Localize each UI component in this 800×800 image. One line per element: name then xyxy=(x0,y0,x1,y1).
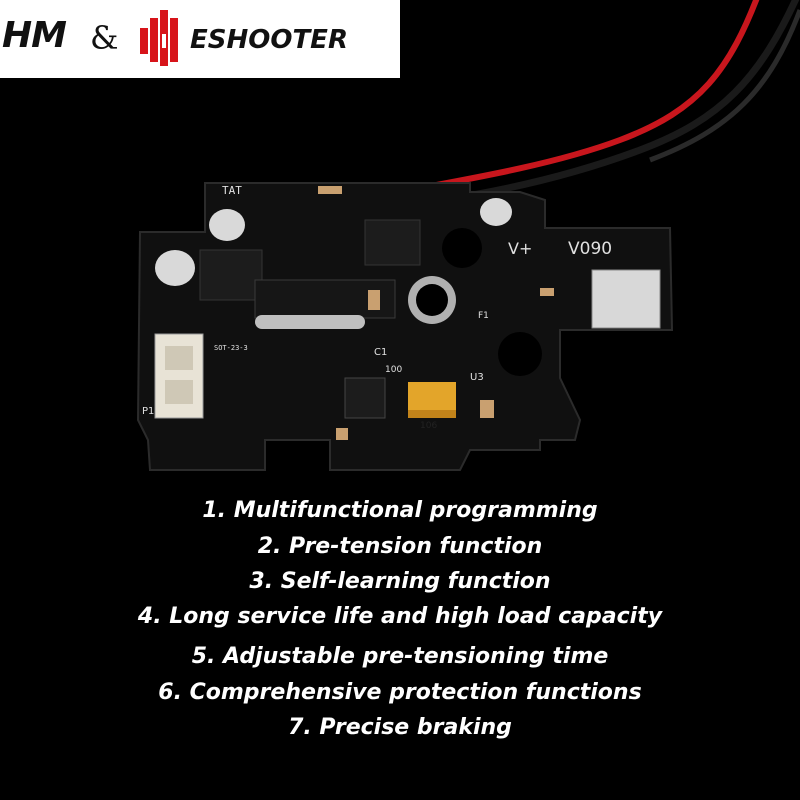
board-label: 106 xyxy=(420,421,437,431)
board-label: F1 xyxy=(478,311,489,321)
board-label: V+ xyxy=(508,239,532,258)
circuit-board-image: TAT V+ V090 P1 C1 U3 F1 SOT-23-3 106 100 xyxy=(136,0,800,471)
feature-item: 6. Comprehensive protection functions xyxy=(158,680,642,705)
board-label: V090 xyxy=(568,239,612,259)
logo-bar: HM & ESHOOTER xyxy=(0,0,400,78)
board-label: SOT-23-3 xyxy=(214,344,248,352)
feature-item: 7. Precise braking xyxy=(288,715,512,740)
board-label: U3 xyxy=(470,372,484,383)
feature-item: 5. Adjustable pre-tensioning time xyxy=(191,644,609,669)
hm-logo-text: HM xyxy=(2,15,67,56)
logo-ampersand: & xyxy=(90,19,119,57)
pcb-board xyxy=(136,182,674,471)
board-label: P1 xyxy=(142,406,154,417)
eshooter-brand-icon xyxy=(140,10,178,66)
feature-item: 2. Pre-tension function xyxy=(257,534,543,559)
feature-item: 3. Self-learning function xyxy=(249,569,551,594)
eshooter-logo-text: ESHOOTER xyxy=(190,25,348,55)
board-label: 100 xyxy=(385,365,402,375)
feature-item: 1. Multifunctional programming xyxy=(202,498,598,523)
feature-item: 4. Long service life and high load capac… xyxy=(137,604,663,629)
board-label: C1 xyxy=(374,347,387,358)
board-label: TAT xyxy=(222,184,242,197)
